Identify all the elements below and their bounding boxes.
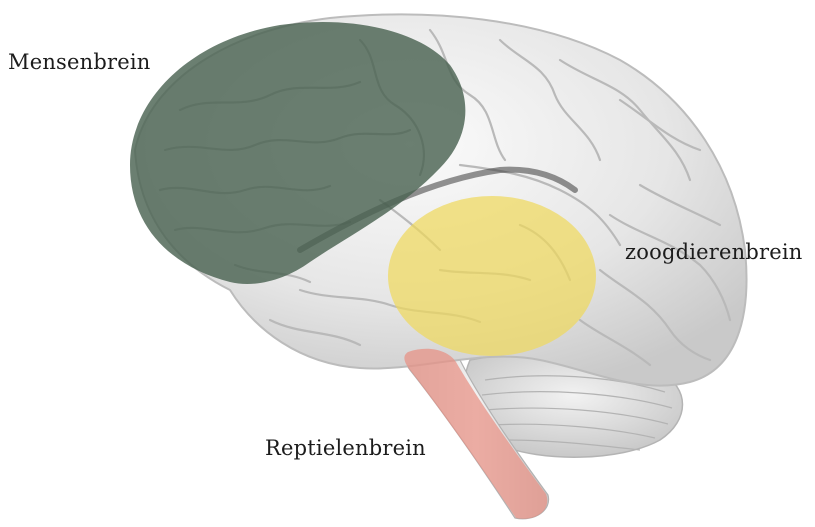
mammal-brain-region bbox=[388, 196, 596, 356]
reptile-brain-label: Reptielenbrein bbox=[265, 436, 426, 460]
human-brain-label: Mensenbrein bbox=[8, 50, 151, 74]
mammal-brain-label: zoogdierenbrein bbox=[625, 240, 803, 264]
